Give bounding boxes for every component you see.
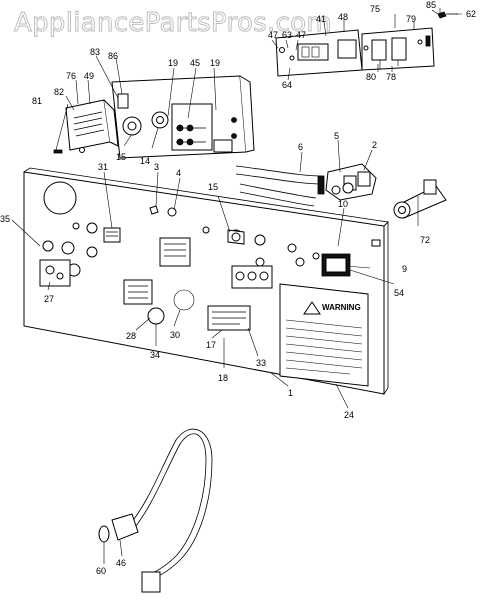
- callout-10: 10: [338, 199, 348, 209]
- callout-15-mid: 15: [208, 182, 218, 192]
- warning-label-text: WARNING: [322, 303, 361, 312]
- callout-15-top: 15: [116, 152, 126, 162]
- callout-9: 9: [402, 264, 407, 274]
- callout-62: 62: [466, 9, 476, 19]
- watermark-text: AppliancePartsPros.com: [14, 8, 332, 38]
- callout-31: 31: [98, 162, 108, 172]
- callout-82: 82: [54, 87, 64, 97]
- callout-41: 41: [316, 14, 326, 24]
- side-bracket: [53, 99, 119, 154]
- callout-76: 76: [66, 71, 76, 81]
- callout-3: 3: [154, 162, 159, 172]
- callout-18: 18: [218, 373, 228, 383]
- callout-35: 35: [0, 214, 10, 224]
- inlet-hose-and-valve: [235, 163, 447, 219]
- callout-24: 24: [344, 410, 354, 420]
- callout-79: 79: [406, 14, 416, 24]
- callout-47-right: 47: [296, 30, 306, 40]
- back-panel: WARNING: [23, 167, 389, 395]
- callout-78: 78: [386, 72, 396, 82]
- callout-85: 85: [426, 0, 436, 10]
- callout-46: 46: [116, 558, 126, 568]
- callout-34: 34: [150, 350, 160, 360]
- callout-33: 33: [256, 358, 266, 368]
- callout-49: 49: [84, 71, 94, 81]
- callout-5: 5: [334, 131, 339, 141]
- callout-4: 4: [176, 168, 181, 178]
- callout-60: 60: [96, 566, 106, 576]
- callout-54: 54: [394, 288, 404, 298]
- callout-64: 64: [282, 80, 292, 90]
- callout-labels: 85 62 75 79 48 41 47 63 47 64 80 78 83 8…: [0, 0, 476, 576]
- callout-1: 1: [288, 388, 293, 398]
- callout-45: 45: [190, 58, 200, 68]
- callout-2: 2: [372, 140, 377, 150]
- callout-72: 72: [420, 235, 430, 245]
- callout-19-right: 19: [210, 58, 220, 68]
- callout-6: 6: [298, 142, 303, 152]
- callout-30: 30: [170, 330, 180, 340]
- callout-14: 14: [140, 156, 150, 166]
- callout-17: 17: [206, 340, 216, 350]
- callout-83: 83: [90, 47, 100, 57]
- leader-lines: [11, 8, 462, 564]
- callout-19-left: 19: [168, 58, 178, 68]
- callout-63: 63: [282, 30, 292, 40]
- callout-47-left: 47: [268, 30, 278, 40]
- console-housing: [111, 75, 255, 159]
- callout-80: 80: [366, 72, 376, 82]
- callout-27: 27: [44, 294, 54, 304]
- callout-75: 75: [370, 4, 380, 14]
- callout-86: 86: [108, 51, 118, 61]
- callout-28: 28: [126, 331, 136, 341]
- callout-81: 81: [32, 96, 42, 106]
- callout-48: 48: [338, 12, 348, 22]
